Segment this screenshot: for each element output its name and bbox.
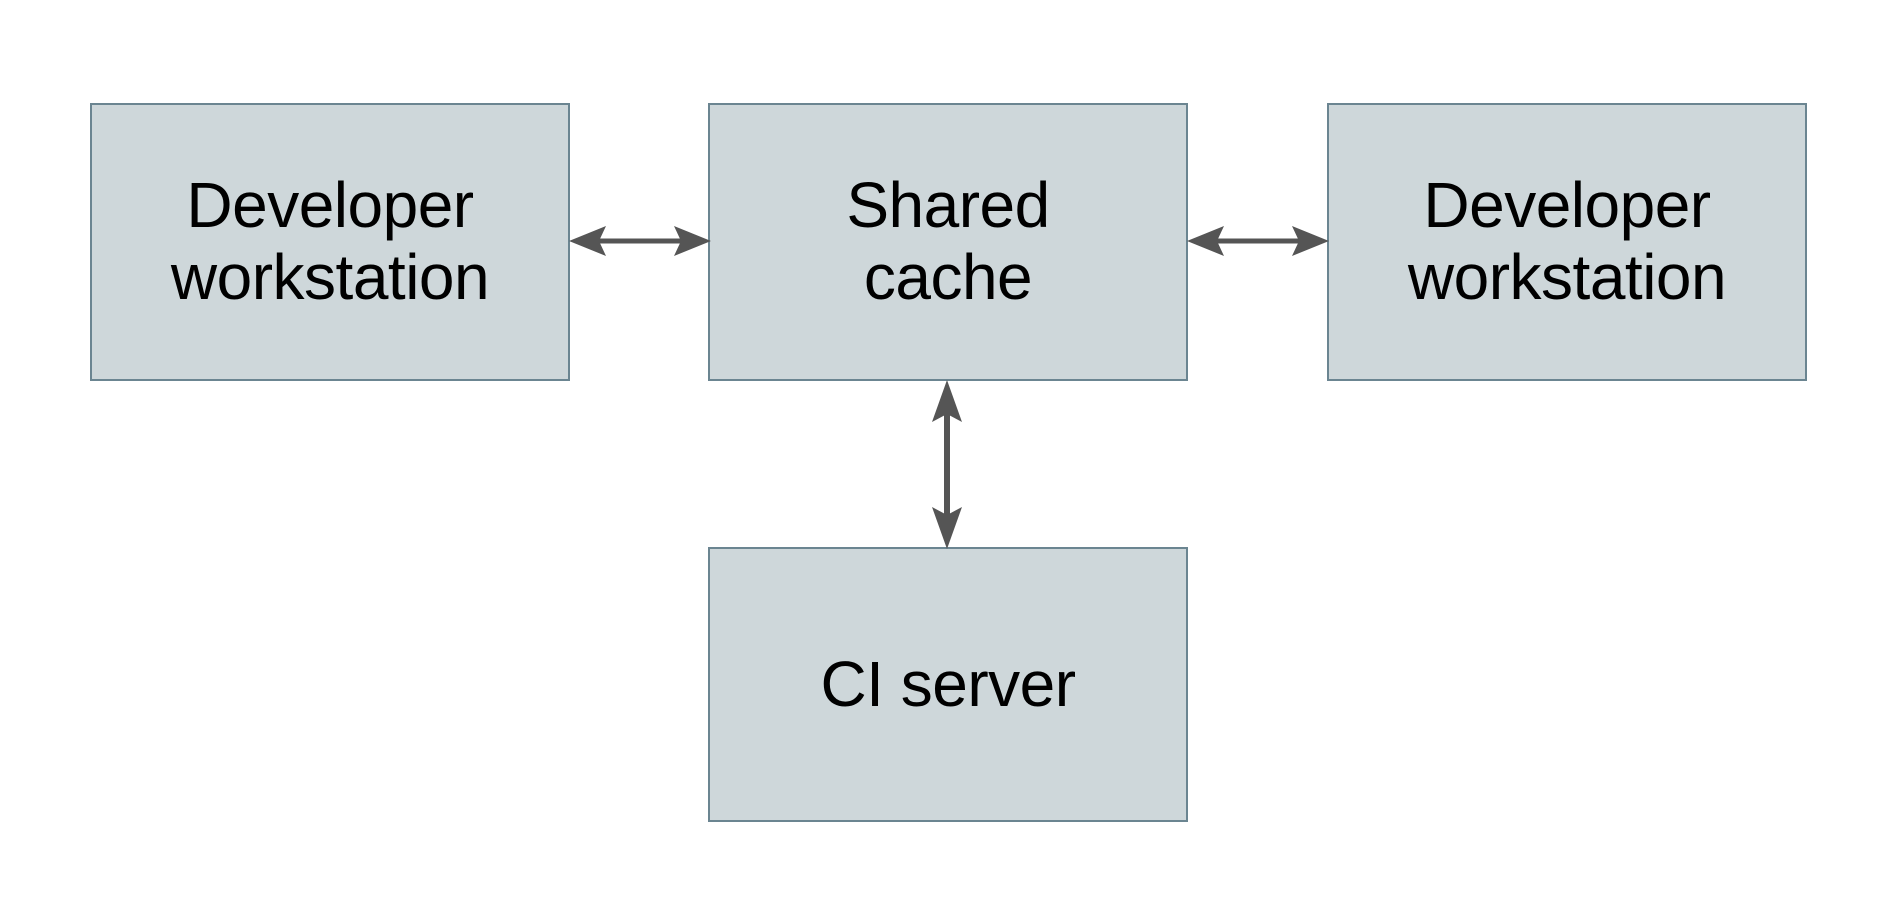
arrowhead-up-icon: [932, 380, 962, 422]
edge-shaft: [598, 238, 682, 244]
arrowhead-down-icon: [932, 507, 962, 549]
edge-shared-cache-to-dev-right[interactable]: [1184, 216, 1332, 266]
arrowhead-left-icon: [569, 226, 606, 256]
arrowhead-left-icon: [1187, 226, 1224, 256]
node-ci-server[interactable]: CI server: [708, 547, 1188, 822]
arrowhead-right-icon: [1292, 226, 1329, 256]
node-label: Shared cache: [846, 169, 1050, 313]
arrowhead-right-icon: [674, 226, 711, 256]
edge-shaft: [944, 413, 950, 516]
node-label: CI server: [820, 647, 1076, 720]
node-developer-workstation-right[interactable]: Developer workstation: [1327, 103, 1807, 381]
edge-shaft: [1216, 238, 1300, 244]
edge-shared-cache-to-ci-server[interactable]: [922, 377, 972, 552]
node-label: Developer workstation: [1407, 169, 1727, 313]
edge-dev-left-to-shared-cache[interactable]: [566, 216, 714, 266]
node-shared-cache[interactable]: Shared cache: [708, 103, 1188, 381]
node-developer-workstation-left[interactable]: Developer workstation: [90, 103, 570, 381]
node-label: Developer workstation: [170, 169, 490, 313]
